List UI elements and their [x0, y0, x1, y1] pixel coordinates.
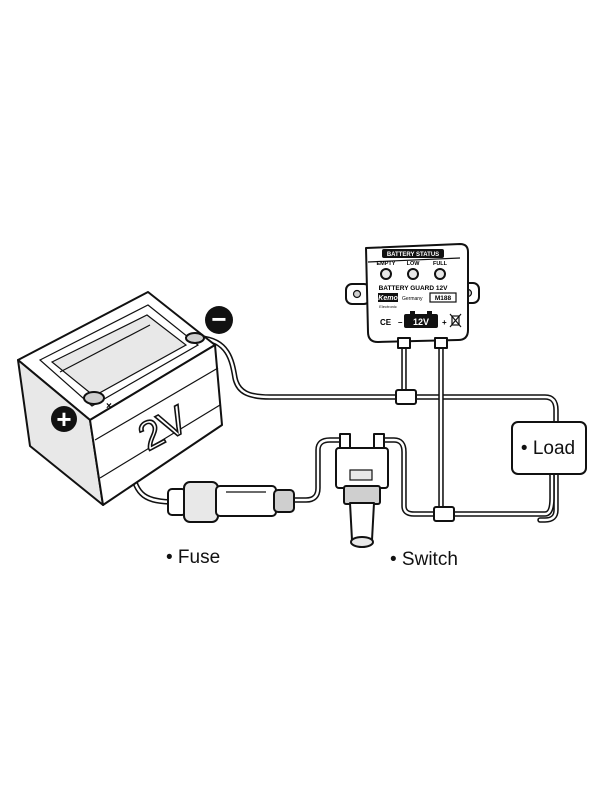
- battery-negative-terminal: [185, 332, 205, 344]
- module-brand: Kemo: [378, 295, 398, 302]
- battery-positive-terminal: [83, 391, 105, 405]
- load-label: • Load: [521, 438, 575, 459]
- wires: [95, 335, 559, 523]
- junction-clip-positive: [433, 506, 455, 522]
- battery-x-mark: ×: [106, 401, 112, 412]
- toggle-switch: [335, 433, 389, 548]
- fuse-label: • Fuse: [166, 547, 220, 568]
- module-status-header: BATTERY STATUS: [387, 252, 439, 258]
- led-label-low: LOW: [407, 261, 421, 267]
- module-origin: Germany: [402, 296, 423, 302]
- minus-symbol: −: [211, 304, 226, 334]
- battery-guard-module: BATTERY STATUS EMPTY LOW FULL BATTERY GU…: [345, 243, 480, 349]
- fuse: [167, 481, 295, 523]
- switch-label: • Switch: [390, 549, 458, 570]
- plus-symbol: +: [56, 404, 71, 434]
- minus-badge: [205, 306, 233, 334]
- led-low: [407, 268, 419, 280]
- disposal-bin-icon: [449, 313, 462, 328]
- module-minus-mark: –: [398, 318, 403, 327]
- module-battery-label: 12V: [413, 317, 429, 327]
- junction-clip-negative: [395, 389, 417, 405]
- module-plus-mark: +: [442, 318, 447, 327]
- led-label-full: FULL: [433, 261, 448, 267]
- negative-wire-core: [198, 336, 558, 522]
- ce-mark: CE: [380, 318, 392, 327]
- led-label-empty: EMPTY: [377, 261, 396, 267]
- led-full: [434, 268, 446, 280]
- led-empty: [380, 268, 392, 280]
- module-model: M188: [435, 295, 452, 302]
- module-product-name: BATTERY GUARD 12V: [379, 285, 449, 292]
- plus-badge: [51, 406, 77, 432]
- module-brand-sub: Electronic: [379, 304, 397, 309]
- load-box: • Load: [511, 421, 587, 475]
- battery: × 2V + −: [17, 291, 233, 506]
